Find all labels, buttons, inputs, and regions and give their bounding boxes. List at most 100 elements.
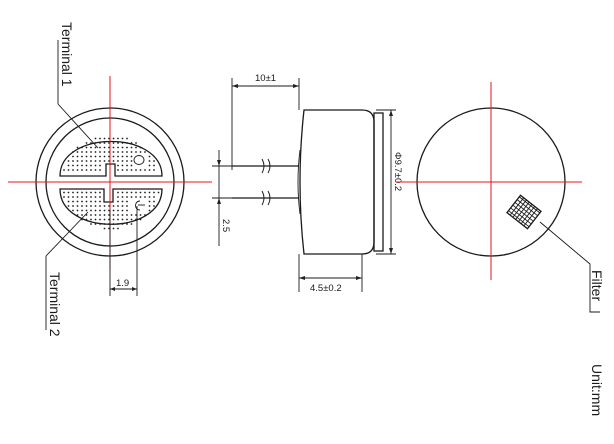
- solder-dot: [130, 142, 133, 144]
- solder-dot: [85, 155, 88, 158]
- terminal-2-marker: [135, 200, 141, 211]
- solder-dot: [126, 142, 128, 144]
- solder-dot: [90, 218, 92, 221]
- solder-dot: [153, 196, 155, 198]
- solder-dot: [126, 155, 128, 158]
- solder-dot: [121, 164, 124, 167]
- mesh-line: [515, 201, 530, 220]
- solder-dot: [121, 205, 124, 207]
- solder-dot: [103, 151, 106, 153]
- solder-dot: [72, 200, 74, 203]
- solder-dot: [90, 151, 92, 153]
- solder-dot: [85, 205, 88, 207]
- solder-dot: [99, 137, 101, 140]
- side-body-flange: [373, 112, 384, 252]
- solder-dot: [81, 160, 83, 162]
- solder-dot: [85, 151, 88, 153]
- solder-dot: [148, 155, 151, 158]
- solder-dot: [144, 151, 146, 153]
- solder-dot: [130, 169, 133, 171]
- solder-dot: [153, 160, 155, 162]
- solder-dot: [117, 160, 119, 162]
- solder-dot: [108, 214, 110, 216]
- solder-dot: [90, 191, 92, 194]
- solder-dot: [121, 200, 124, 203]
- solder-dot: [72, 196, 74, 198]
- mesh-line: [509, 197, 525, 216]
- terminal-1-label: Terminal 1: [59, 22, 75, 87]
- solder-dot: [117, 137, 119, 140]
- solder-dot: [90, 200, 92, 203]
- solder-dot: [108, 160, 110, 162]
- solder-dot: [103, 160, 106, 162]
- solder-dot: [144, 169, 146, 171]
- solder-dot: [76, 169, 79, 171]
- solder-dot: [130, 214, 133, 216]
- solder-dot: [112, 209, 115, 212]
- solder-dot: [112, 205, 115, 207]
- solder-dot: [76, 200, 79, 203]
- solder-dot: [139, 191, 142, 194]
- solder-dot: [103, 227, 106, 230]
- solder-dot: [85, 191, 88, 194]
- solder-dot: [108, 155, 110, 158]
- solder-dot: [94, 155, 97, 158]
- solder-dot: [108, 218, 110, 221]
- solder-dot: [153, 191, 155, 194]
- solder-dot: [94, 196, 97, 198]
- solder-dot: [112, 218, 115, 221]
- solder-dot: [126, 151, 128, 153]
- solder-dot: [94, 218, 97, 221]
- solder-dot: [117, 218, 119, 221]
- solder-dot: [76, 191, 79, 194]
- unit-note: Unit:mm: [589, 364, 605, 416]
- solder-dot: [94, 169, 97, 171]
- solder-dot: [112, 227, 115, 230]
- solder-dot: [112, 137, 115, 140]
- solder-dot: [126, 223, 128, 225]
- solder-dot: [121, 151, 124, 153]
- solder-dot: [90, 209, 92, 212]
- solder-dot: [139, 146, 142, 149]
- lead-lower-break: [261, 190, 271, 206]
- solder-dot: [139, 169, 142, 171]
- solder-dot: [130, 151, 133, 153]
- solder-dot: [99, 146, 101, 149]
- solder-dot: [85, 160, 88, 162]
- mesh-line: [508, 210, 530, 228]
- solder-dot: [99, 191, 101, 194]
- solder-dot: [103, 142, 106, 144]
- solder-dot: [148, 205, 151, 207]
- solder-dot: [135, 151, 137, 153]
- solder-dot: [90, 142, 92, 144]
- solder-dot: [121, 160, 124, 162]
- solder-dot: [144, 191, 146, 194]
- solder-dot: [135, 214, 137, 216]
- solder-dot: [103, 209, 106, 212]
- solder-dot: [112, 155, 115, 158]
- mesh-line: [520, 206, 536, 225]
- solder-dot: [121, 191, 124, 194]
- solder-dot: [72, 151, 74, 153]
- solder-dot: [72, 205, 74, 207]
- solder-dot: [103, 218, 106, 221]
- solder-dot: [99, 151, 101, 153]
- solder-dot: [76, 155, 79, 158]
- solder-dot: [103, 205, 106, 207]
- solder-dot: [126, 218, 128, 221]
- solder-dot: [148, 200, 151, 203]
- solder-dot: [67, 200, 70, 203]
- mesh-line: [518, 203, 533, 222]
- solder-dot: [117, 164, 119, 167]
- solder-dot: [103, 146, 106, 149]
- solder-dot: [90, 196, 92, 198]
- solder-dot: [90, 169, 92, 171]
- solder-dot: [85, 169, 88, 171]
- solder-dot: [90, 155, 92, 158]
- solder-dot: [72, 160, 74, 162]
- solder-dot: [117, 151, 119, 153]
- solder-dot: [81, 200, 83, 203]
- solder-dot: [67, 191, 70, 194]
- dim-1-9-text: 1.9: [116, 278, 129, 289]
